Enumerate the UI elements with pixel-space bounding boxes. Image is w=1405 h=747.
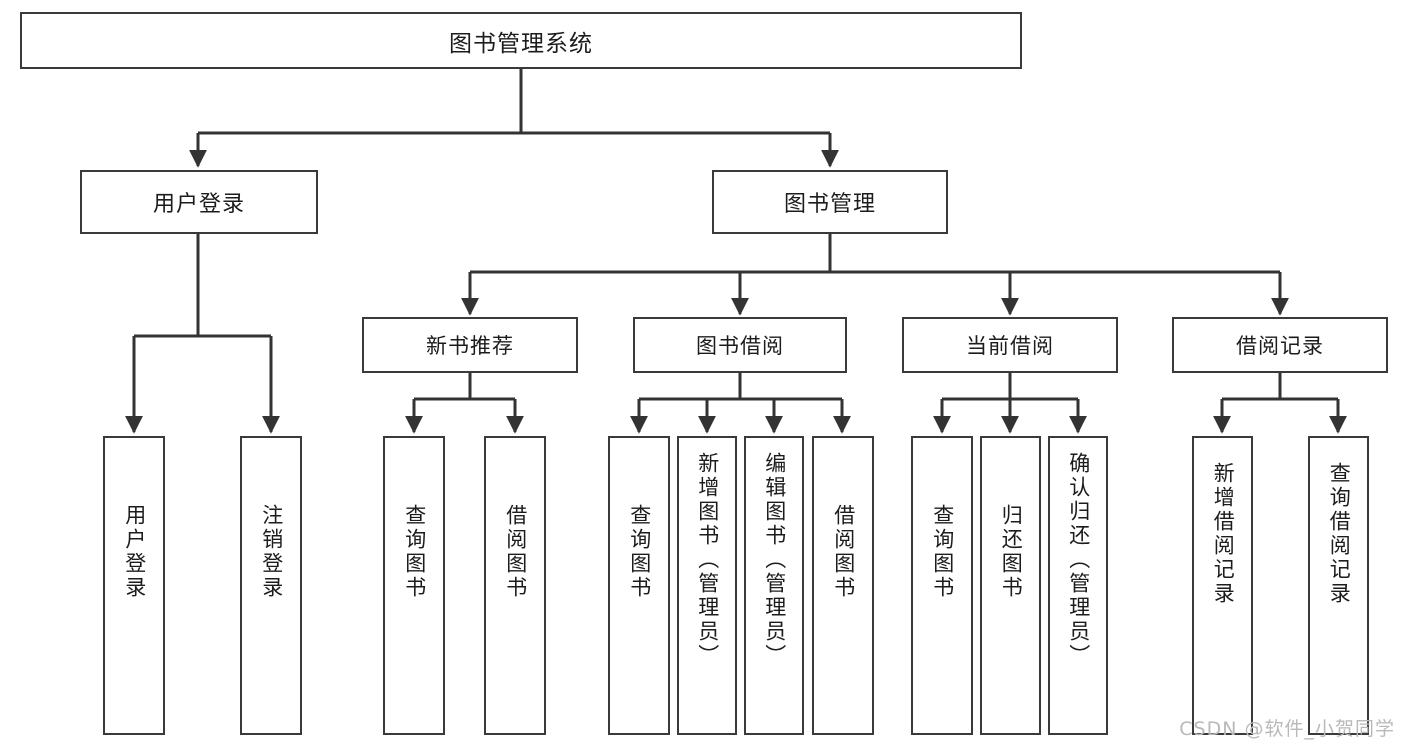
node-leaf-query-book-2-label: 查询图书 [627, 504, 652, 600]
node-borrow-record[interactable]: 借阅记录 [1172, 317, 1388, 373]
node-leaf-borrow-book-2[interactable]: 借阅图书 [812, 436, 874, 735]
node-book-borrow-label: 图书借阅 [696, 334, 784, 358]
node-leaf-add-record[interactable]: 新增借阅记录 [1192, 436, 1253, 735]
node-leaf-edit-book-label: 编辑图书（管理员） [762, 452, 787, 668]
node-leaf-query-book-1[interactable]: 查询图书 [383, 436, 445, 735]
node-new-book-rec-label: 新书推荐 [426, 334, 514, 358]
node-leaf-query-book-2[interactable]: 查询图书 [608, 436, 670, 735]
node-current-borrow-label: 当前借阅 [966, 334, 1054, 358]
node-root-label: 图书管理系统 [449, 30, 593, 57]
node-leaf-logout-login-label: 注销登录 [259, 504, 284, 600]
node-leaf-return-book-label: 归还图书 [999, 504, 1024, 600]
node-new-book-rec[interactable]: 新书推荐 [362, 317, 578, 373]
node-leaf-logout-login[interactable]: 注销登录 [240, 436, 302, 735]
node-leaf-user-login[interactable]: 用户登录 [103, 436, 165, 735]
node-user-login-label: 用户登录 [152, 192, 245, 217]
node-leaf-borrow-book-1-label: 借阅图书 [503, 504, 528, 600]
node-leaf-confirm-return[interactable]: 确认归还（管理员） [1048, 436, 1108, 735]
node-leaf-query-book-3-label: 查询图书 [930, 504, 955, 600]
watermark-text: CSDN @软件_小贺同学 [1179, 718, 1395, 740]
node-leaf-add-book-label: 新增图书（管理员） [695, 452, 720, 668]
node-leaf-query-book-1-label: 查询图书 [402, 504, 427, 600]
node-current-borrow[interactable]: 当前借阅 [902, 317, 1118, 373]
node-leaf-edit-book[interactable]: 编辑图书（管理员） [744, 436, 804, 735]
node-leaf-borrow-book-1[interactable]: 借阅图书 [484, 436, 546, 735]
node-root[interactable]: 图书管理系统 [20, 12, 1022, 69]
node-user-login[interactable]: 用户登录 [80, 170, 318, 234]
node-borrow-record-label: 借阅记录 [1236, 334, 1324, 358]
node-leaf-add-book[interactable]: 新增图书（管理员） [677, 436, 737, 735]
node-leaf-confirm-return-label: 确认归还（管理员） [1066, 452, 1091, 668]
node-book-manage-label: 图书管理 [783, 192, 876, 217]
node-leaf-add-record-label: 新增借阅记录 [1211, 462, 1236, 606]
node-leaf-query-record[interactable]: 查询借阅记录 [1308, 436, 1369, 735]
node-book-borrow[interactable]: 图书借阅 [633, 317, 847, 373]
node-leaf-return-book[interactable]: 归还图书 [980, 436, 1041, 735]
node-leaf-query-book-3[interactable]: 查询图书 [911, 436, 973, 735]
node-leaf-user-login-label: 用户登录 [122, 504, 147, 600]
node-leaf-borrow-book-2-label: 借阅图书 [831, 504, 856, 600]
node-book-manage[interactable]: 图书管理 [712, 170, 948, 234]
node-leaf-query-record-label: 查询借阅记录 [1327, 462, 1352, 606]
